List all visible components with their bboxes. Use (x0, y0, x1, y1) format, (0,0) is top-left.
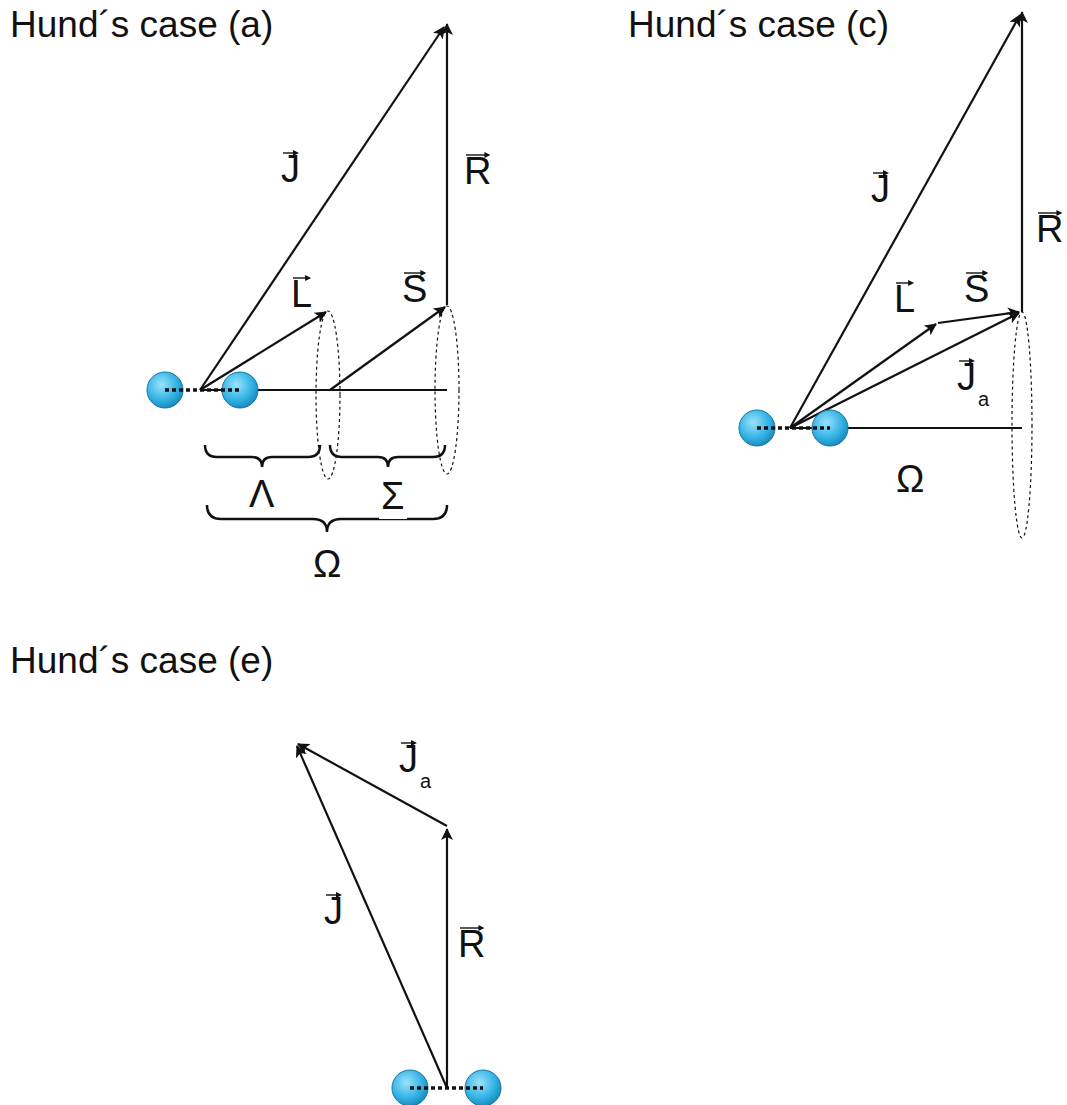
case-heading: Hund´s case (a) (10, 4, 273, 47)
case-heading: Hund´s case (c) (628, 4, 889, 47)
projection-label: Ω (894, 458, 926, 502)
projection-label: Ω (311, 543, 343, 587)
vector-label: S (962, 268, 991, 312)
subscript: a (419, 770, 432, 793)
vector-label: R (456, 923, 487, 967)
case-heading: Hund´s case (e) (10, 640, 273, 683)
vector-label: J (279, 148, 302, 192)
projection-label: Σ (379, 475, 407, 519)
vector-label: L (289, 273, 314, 317)
vector-label: L (892, 278, 917, 322)
vector-label: J (869, 168, 892, 212)
vector-label: J (322, 890, 345, 934)
subscript: a (977, 388, 990, 411)
vector-label: S (400, 268, 429, 312)
vector-label: R (1034, 208, 1065, 252)
vector-label: J (955, 356, 978, 400)
projection-label: Λ (247, 473, 276, 517)
vector-label: R (462, 150, 493, 194)
vector-label: J (397, 738, 420, 782)
